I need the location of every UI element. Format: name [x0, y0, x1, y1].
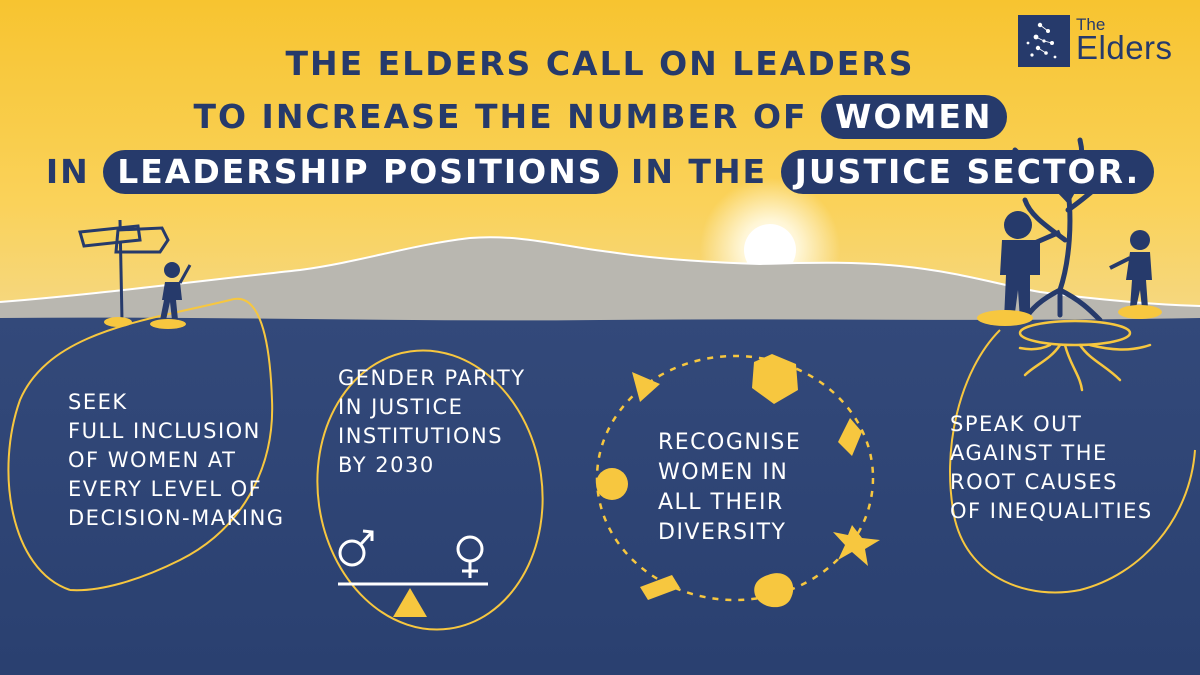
- male-symbol-icon: [338, 529, 374, 567]
- item-gender-parity: Gender parity in justice institutions by…: [338, 364, 526, 480]
- item-1-line: Seek: [68, 390, 128, 414]
- signpost-icon: [78, 219, 170, 321]
- waving-person-icon: [160, 262, 192, 320]
- pill-women-text: women: [835, 97, 993, 136]
- pill-leadership-text: leadership positions: [117, 152, 604, 191]
- item-2-line: in justice: [338, 395, 464, 419]
- item-3-line: diversity: [658, 520, 787, 545]
- item-4-line: against the: [950, 441, 1108, 465]
- elders-logo: The Elders: [1018, 15, 1188, 70]
- pill-justice-text: justice sector: [794, 152, 1126, 191]
- balance-scale-icon: [338, 582, 488, 617]
- item-3-line: women in: [658, 460, 789, 485]
- item-2-line: by 2030: [338, 453, 435, 477]
- title-text-3b: in the: [631, 152, 768, 191]
- item-3-line: all their: [658, 490, 784, 515]
- item-speak-out: Speak out against the root causes of ine…: [950, 410, 1153, 526]
- diversity-shapes: [596, 354, 880, 608]
- title-line-2: to increase the number of women: [0, 95, 1200, 139]
- constellation-logo-icon: [1018, 15, 1070, 67]
- item-1-line: full inclusion: [68, 419, 261, 443]
- item-1-line: every level of: [68, 477, 263, 501]
- title-text-2: to increase the number of: [193, 97, 808, 136]
- title-line-1: The Elders call on leaders: [0, 44, 1200, 83]
- item-4-loop: [949, 329, 1196, 594]
- item-2-line: Gender parity: [338, 366, 526, 390]
- logo-the: The: [1076, 15, 1106, 34]
- item-1-loop: [7, 297, 274, 592]
- people-planting-icon: [1000, 211, 1152, 320]
- logo-name: Elders: [1076, 29, 1173, 66]
- item-3-loop: [595, 354, 875, 602]
- item-4-line: Speak out: [950, 412, 1083, 436]
- title-line-3: in leadership positions in the justice s…: [0, 150, 1200, 194]
- pill-women: women: [821, 95, 1007, 139]
- item-2-line: institutions: [338, 424, 504, 448]
- item-seek-inclusion: Seek full inclusion of women at every le…: [68, 388, 285, 533]
- female-symbol-icon: [456, 535, 484, 578]
- item-2-loop: [316, 349, 544, 631]
- title-text-3a: in: [45, 152, 90, 191]
- item-1-line: of women at: [68, 448, 237, 472]
- roots-icon: [1018, 319, 1152, 392]
- mountain-range: [0, 237, 1200, 340]
- pill-leadership: leadership positions: [103, 150, 618, 194]
- sea: [0, 317, 1200, 675]
- pill-justice: justice sector.: [780, 150, 1155, 194]
- title-text-1: The Elders call on leaders: [285, 44, 915, 83]
- item-recognise-diversity: Recognise women in all their diversity: [658, 428, 801, 548]
- item-3-line: Recognise: [658, 430, 802, 455]
- item-4-line: of inequalities: [950, 499, 1153, 523]
- item-4-line: root causes: [950, 470, 1118, 494]
- item-1-line: decision-making: [68, 506, 285, 530]
- title-period: .: [1125, 152, 1141, 191]
